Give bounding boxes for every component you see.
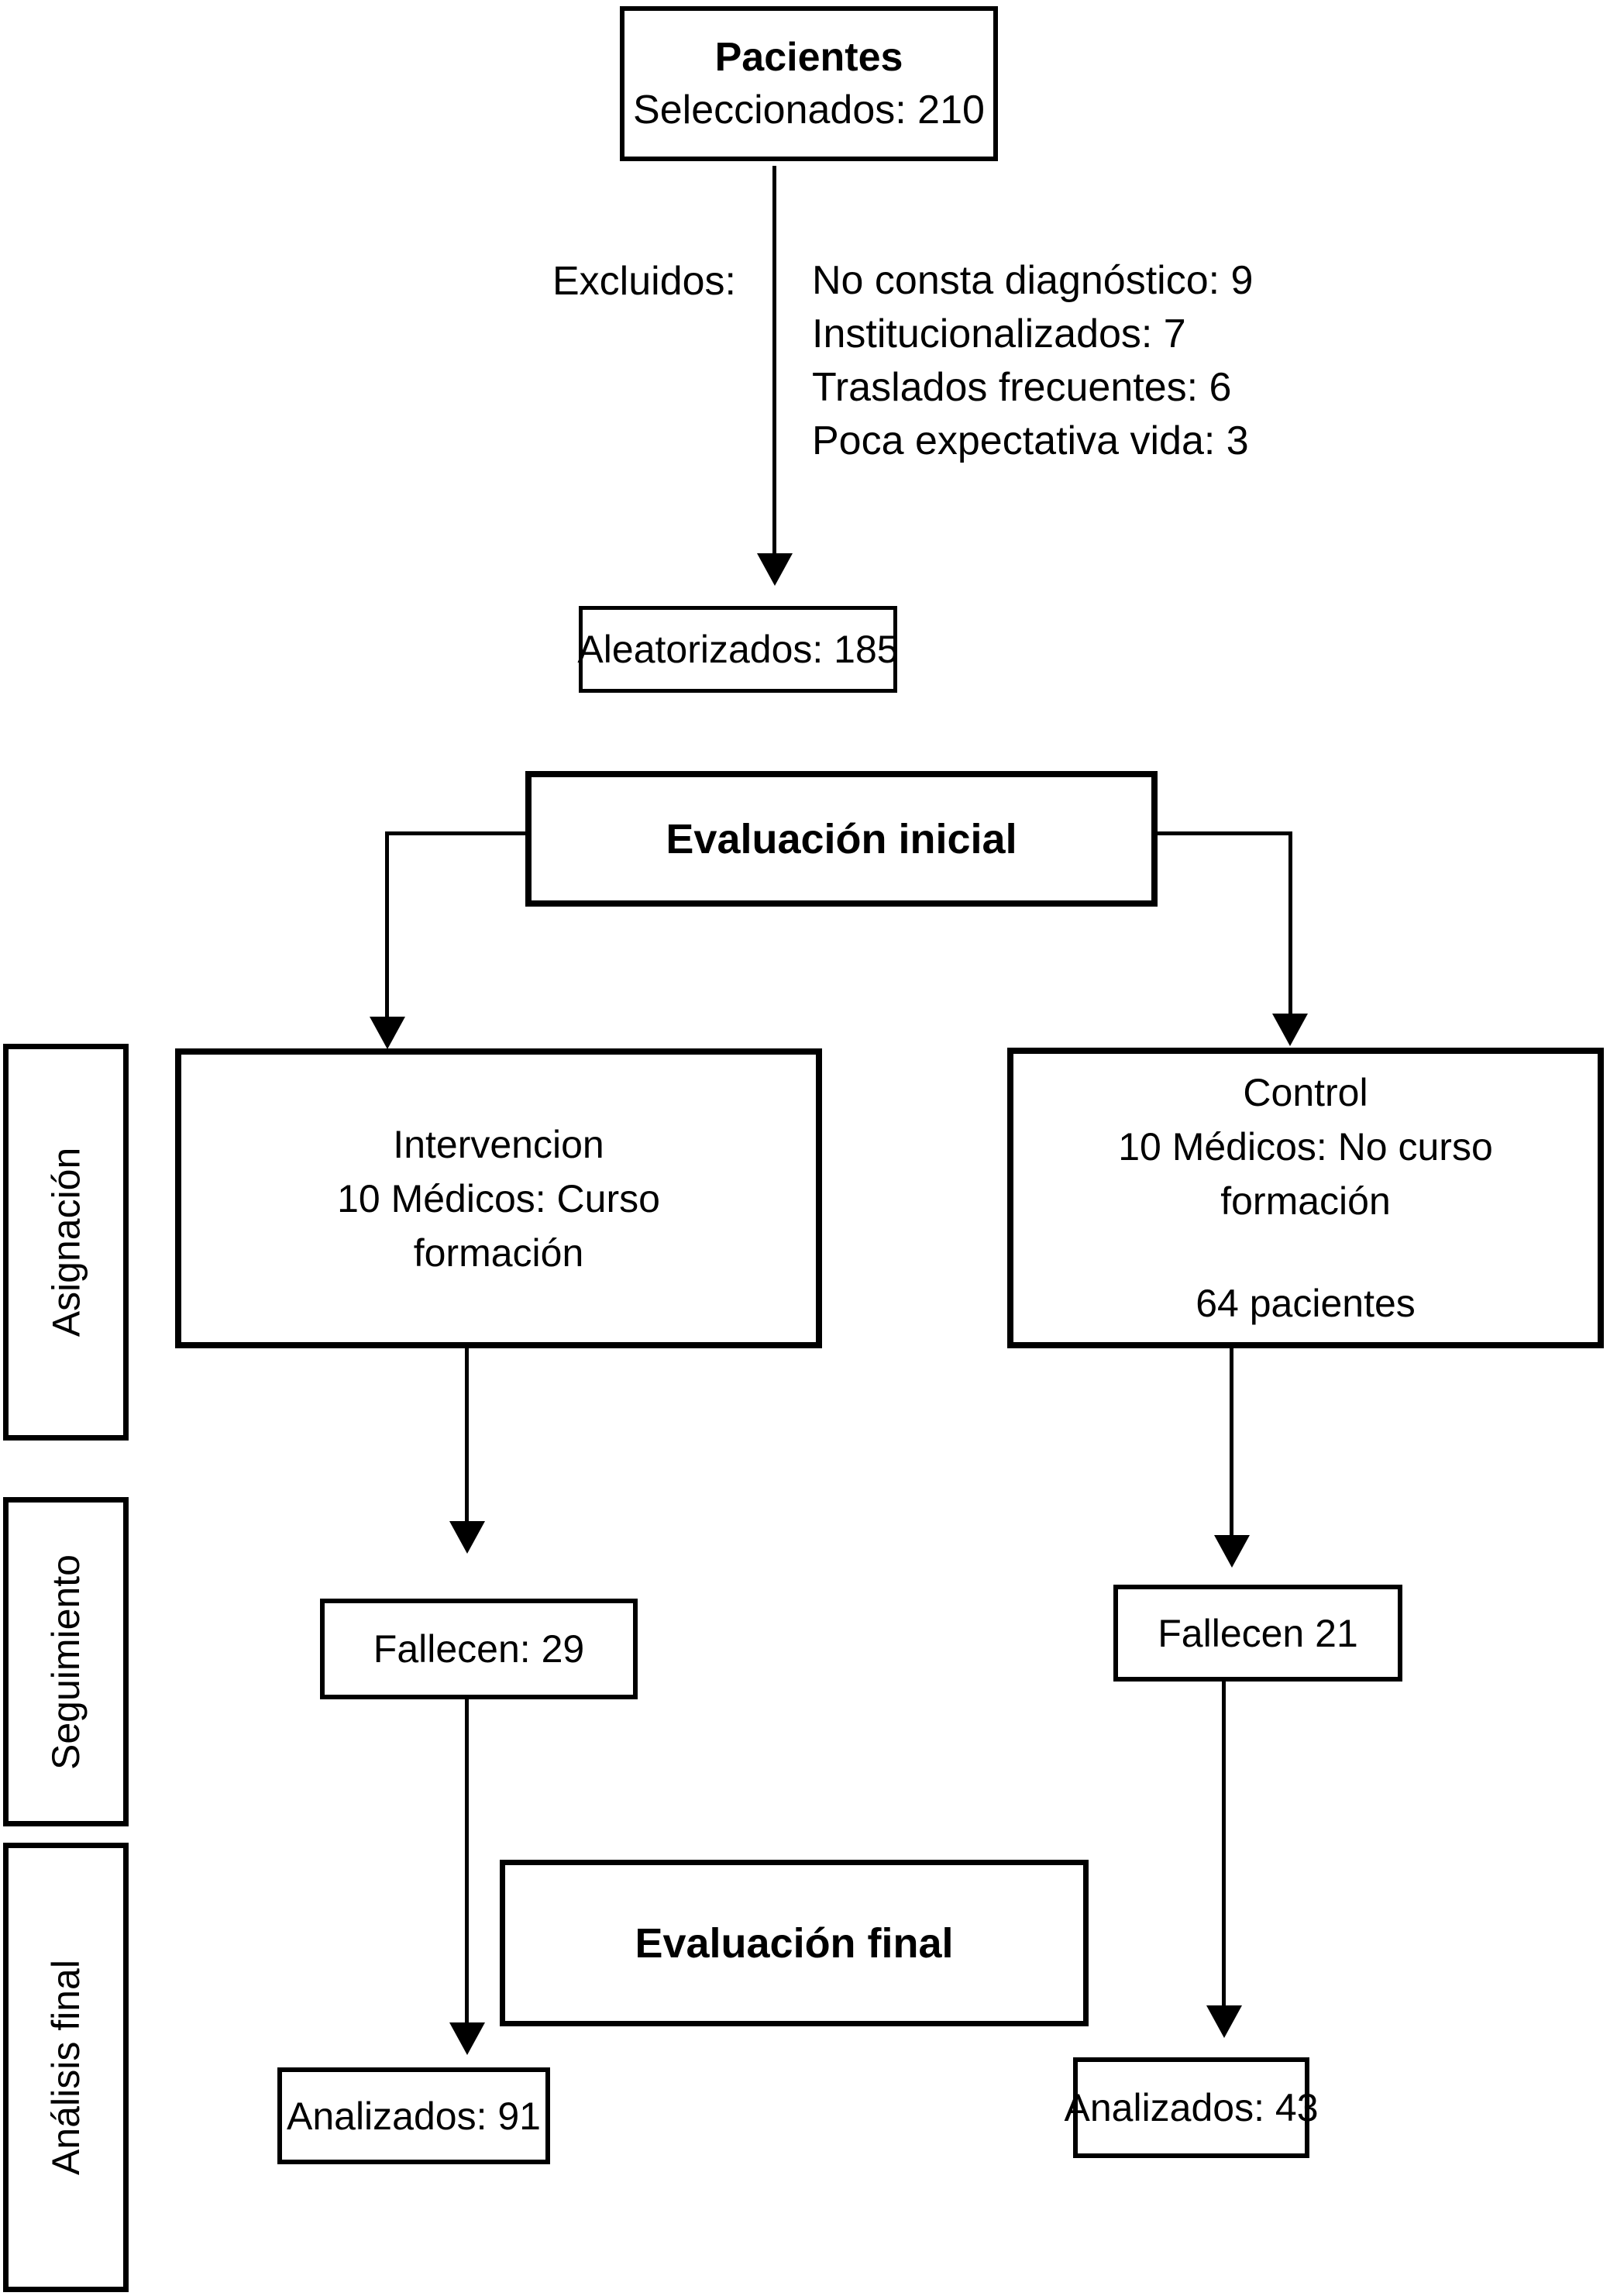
patients-box-subtitle: Seleccionados: 210	[633, 88, 985, 133]
final-evaluation-label: Evaluación final	[635, 1919, 954, 1967]
final-evaluation-box: Evaluación final	[500, 1860, 1089, 2026]
control-line1: Control	[1243, 1071, 1368, 1114]
arrow-patients-to-randomized-head	[757, 553, 793, 586]
deaths-intervention-label: Fallecen: 29	[373, 1627, 585, 1671]
control-box: Control 10 Médicos: No curso formación 6…	[1007, 1048, 1604, 1348]
elbow-left-horizontal	[385, 831, 525, 835]
analyzed-control-label: Analizados: 43	[1064, 2086, 1319, 2129]
stage-final-analysis-box: Análisis final	[3, 1843, 129, 2292]
elbow-left-vertical	[385, 831, 389, 1020]
exclusion-item: Traslados frecuentes: 6	[812, 365, 1232, 410]
exclusion-item: No consta diagnóstico: 9	[812, 258, 1254, 303]
initial-evaluation-label: Evaluación inicial	[666, 815, 1017, 862]
arrow-intervention-to-deaths-head	[449, 1521, 485, 1554]
exclusion-list: No consta diagnóstico: 9 Institucionaliz…	[812, 254, 1253, 468]
arrow-deaths-to-analyzed-right-shaft	[1222, 1682, 1226, 2009]
exclusion-item: Poca expectativa vida: 3	[812, 418, 1249, 463]
analyzed-intervention-label: Analizados: 91	[286, 2094, 541, 2138]
arrow-deaths-to-analyzed-left-head	[449, 2022, 485, 2055]
deaths-intervention-box: Fallecen: 29	[320, 1599, 638, 1699]
intervention-line2: 10 Médicos: Curso	[337, 1176, 660, 1220]
intervention-line1: Intervencion	[393, 1122, 604, 1166]
deaths-control-label: Fallecen 21	[1158, 1611, 1358, 1655]
initial-evaluation-box: Evaluación inicial	[525, 771, 1158, 907]
patients-box-title: Pacientes	[714, 35, 903, 80]
intervention-box: Intervencion 10 Médicos: Curso formación	[175, 1048, 822, 1348]
exclusion-item: Institucionalizados: 7	[812, 312, 1186, 356]
stage-final-analysis-label: Análisis final	[44, 1960, 88, 2175]
arrow-to-control-head	[1272, 1014, 1308, 1046]
analyzed-intervention-box: Analizados: 91	[277, 2067, 550, 2164]
arrow-intervention-to-deaths-shaft	[465, 1348, 469, 1524]
elbow-right-vertical	[1288, 831, 1292, 1017]
arrow-deaths-to-analyzed-left-shaft	[465, 1699, 469, 2026]
control-line2: 10 Médicos: No curso	[1118, 1125, 1493, 1169]
control-line3: formación	[1220, 1179, 1391, 1223]
elbow-right-horizontal	[1158, 831, 1292, 835]
stage-followup-label: Seguimiento	[44, 1554, 88, 1770]
arrow-patients-to-randomized-shaft	[772, 166, 776, 555]
stage-assignment-box: Asignación	[3, 1044, 129, 1441]
arrow-deaths-to-analyzed-right-head	[1206, 2005, 1242, 2038]
randomized-label: Aleatorizados: 185	[577, 628, 899, 671]
excluded-label: Excluidos:	[552, 259, 736, 304]
intervention-line3: formación	[413, 1231, 584, 1275]
analyzed-control-box: Analizados: 43	[1065, 2057, 1319, 2158]
randomized-box: Aleatorizados: 185	[577, 606, 899, 693]
deaths-control-box: Fallecen 21	[1113, 1585, 1402, 1682]
control-patients: 64 pacientes	[1196, 1282, 1416, 1325]
arrow-control-to-deaths-head	[1214, 1535, 1250, 1568]
arrow-control-to-deaths-shaft	[1230, 1348, 1233, 1538]
patients-box: Pacientes Seleccionados: 210	[620, 6, 998, 161]
arrow-to-intervention-head	[370, 1017, 405, 1049]
stage-assignment-label: Asignación	[44, 1147, 88, 1337]
stage-followup-box: Seguimiento	[3, 1497, 129, 1826]
